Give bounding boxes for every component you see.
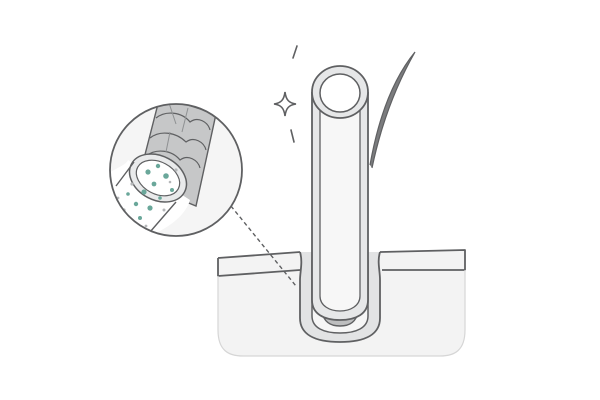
callout-leader-line [199,167,297,287]
hair-shaft [311,65,369,321]
magnifier-callout-icon [109,103,243,237]
background-hair-strand [369,51,416,169]
skin-layer [217,249,466,357]
sparkle-icon [273,45,298,143]
cell-dots [116,163,178,228]
